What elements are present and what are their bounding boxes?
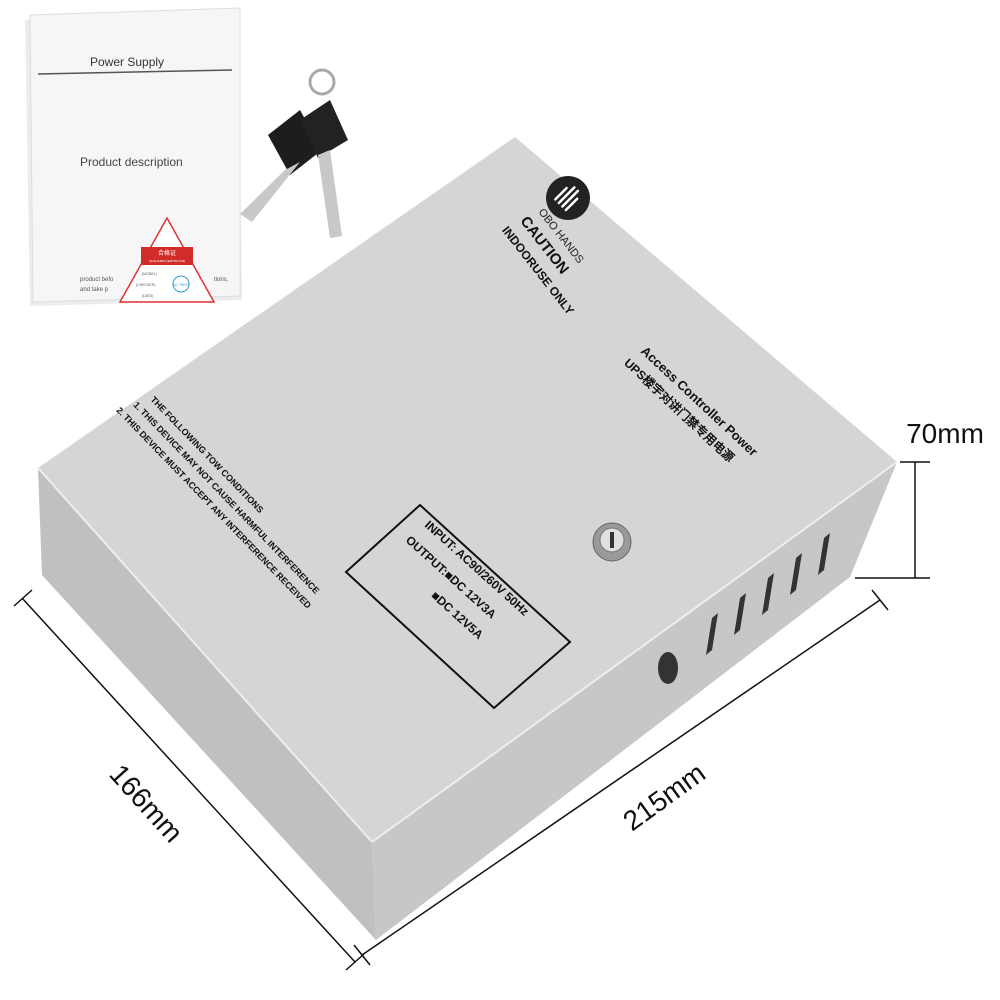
vent-slots [706, 533, 830, 655]
certificate-subtitle: QUALIFIED CERTIFICATE [149, 259, 185, 263]
manual-text: tions, [214, 277, 229, 283]
dimension-height: 70mm [855, 418, 984, 579]
qualified-certificate-label: 合格证 QUALIFIED CERTIFICATE (MODEL) (CHECK… [118, 216, 216, 303]
manual-subtitle: Product description [80, 155, 183, 169]
qc-stamp: QC PASS [172, 282, 190, 287]
keys [240, 68, 348, 238]
power-supply-box: OBO HANDS CAUTION INDOORUSE ONLY THE FOL… [37, 137, 898, 940]
manual-title: Power Supply [90, 55, 164, 69]
width-label: 215mm [617, 757, 711, 837]
manual-text: product befo [80, 277, 114, 283]
certificate-title: 合格证 [158, 249, 176, 257]
manual-booklet: Power Supply Product description product… [25, 7, 242, 306]
certificate-field: (DATE) [142, 294, 153, 298]
cable-hole [658, 652, 678, 684]
depth-label: 166mm [104, 758, 190, 848]
manual-text: and take p [80, 287, 109, 293]
height-label: 70mm [906, 418, 984, 449]
certificate-field: (MODEL) [142, 272, 157, 276]
obo-hands-logo [546, 176, 590, 220]
certificate-field: (CHECKER) [136, 283, 155, 287]
key-lock [592, 522, 632, 562]
